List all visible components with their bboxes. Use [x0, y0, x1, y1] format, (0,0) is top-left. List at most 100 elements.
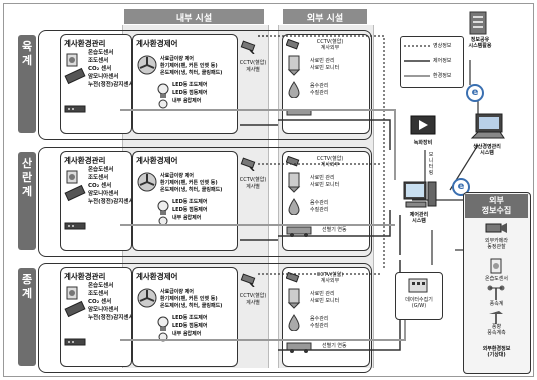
sensor-item: CO₂ 센서 [88, 183, 112, 189]
external-item: 사료빈 관리 [310, 291, 335, 297]
sensor-item: 온습도센서 [88, 283, 114, 289]
sensor-item: 조도센서 [88, 58, 109, 64]
zone-label: 종계 [21, 273, 33, 300]
water-icon [288, 198, 300, 215]
router-icon [64, 338, 86, 346]
laptop-icon [470, 113, 505, 139]
sensor-item: 암모니아센서 [88, 307, 119, 313]
external-item: 수질관리 [310, 207, 329, 213]
led-item: LED등 조도제어 [172, 315, 208, 321]
anemometer-icon [487, 285, 505, 300]
external-item: 음수관리 [310, 316, 329, 322]
sensor-item: 암모니아센서 [88, 191, 119, 197]
external-info-header [465, 194, 528, 218]
external-cctv-sub-label: 계사외부 [320, 278, 340, 284]
control-pc-icon [403, 181, 437, 208]
cctv-sub-label: 계사별 [246, 300, 260, 306]
external-cctv-sub-label: 계사외부 [320, 162, 340, 168]
sensor-item: CO₂ 센서 [88, 66, 112, 72]
internal-header [124, 9, 264, 24]
fan-icon [137, 288, 157, 308]
external-cctv-icon [286, 272, 300, 283]
env-control-box [132, 34, 238, 134]
water-icon [288, 81, 300, 98]
external-item: 사료빈 모니터 [310, 65, 340, 71]
external-camera-label: 외부카메라 동정관찰 [484, 238, 508, 250]
sensor-item: 온습도센서 [88, 50, 114, 56]
env-management-box [60, 267, 132, 367]
external-cctv-sub-label: 계사외부 [320, 45, 340, 51]
bulb-icon [157, 200, 169, 226]
sensor-item: CO₂ 센서 [88, 299, 112, 305]
ctrl-item: 온도제어(냉, 히터, 쿨링패드) [160, 303, 223, 309]
sensor-item: 누전(정전)감지센서 [88, 199, 134, 205]
external-item: 수질관리 [310, 323, 329, 329]
external-cctv-label: CCTV(혈압) [316, 272, 344, 278]
zone-tab [18, 152, 36, 250]
production-label: 생산경영관리 시스템 [473, 144, 501, 156]
external-item: 사료빈 관리 [310, 175, 335, 181]
water-icon [288, 314, 300, 331]
silo-icon [287, 172, 301, 193]
external-cctv-label: CCTV(혈압) [316, 156, 344, 162]
control-system-label: 제어관리 시스템 [409, 212, 429, 224]
internet-icon-2: e [452, 178, 470, 196]
ctrl-title: 계사환경제어 [136, 39, 178, 48]
sensor-item: 조도센서 [88, 291, 109, 297]
zone-tab [18, 268, 36, 366]
temp-sensor-icon [490, 258, 502, 274]
sensor-item: 누전(정전)감지센서 [88, 82, 134, 88]
external-header-label: 외부 시설 [306, 14, 344, 24]
legend-environment: 환경정보 [433, 73, 452, 79]
bulb-icon [157, 83, 169, 109]
cctv-icon [240, 40, 256, 54]
led-item: LED등 점등제어 [172, 323, 208, 329]
led-item: 내부 음압제어 [172, 331, 202, 337]
ctrl-item: 온도제어(냉, 히터, 쿨링패드) [160, 70, 223, 76]
external-direction-label: 풍향 풍속계측 [487, 324, 506, 336]
sensor-icon [64, 53, 86, 85]
server-icon [469, 11, 487, 35]
external-wind-label: 풍속계 [489, 301, 504, 307]
cctv-sub-label: 계사별 [246, 67, 260, 73]
external-item: 음수관리 [310, 83, 329, 89]
external-extra: 선별기 연동 [322, 227, 347, 233]
env-title: 계사환경관리 [64, 39, 106, 48]
row-container [38, 263, 372, 373]
monitoring-label: 모 니 터 링 [428, 152, 434, 176]
row-container [38, 30, 372, 140]
external-info-panel [463, 192, 531, 374]
fan-icon [137, 55, 157, 75]
led-item: 내부 음압제어 [172, 215, 202, 221]
collector-label: 데이터수집기 (G/W) [405, 297, 433, 309]
video-lines [258, 35, 385, 275]
env-control-box [132, 267, 238, 367]
external-item: 음수관리 [310, 200, 329, 206]
external-box [282, 34, 370, 134]
external-weather-label: 외부환경정보 (기상대) [482, 346, 511, 358]
zone-label: 육계 [21, 40, 33, 67]
ctrl-item: 환기제어(팬, 커튼 인렛 등) [160, 296, 218, 302]
recorder-label: 녹화장비 [413, 140, 433, 146]
legend-control: 제어정보 [433, 58, 452, 64]
ctrl-item: 사료급이량 제어 [160, 289, 194, 295]
external-cctv-label: CCTV(혈압) [316, 39, 344, 45]
cctv-label: CCTV(혈압) [239, 60, 267, 66]
silo-icon [287, 288, 301, 309]
fan-icon [137, 172, 157, 192]
ctrl-item: 온도제어(냉, 히터, 쿨링패드) [160, 187, 223, 193]
cctv-label: CCTV(혈압) [239, 177, 267, 183]
collector-icon [408, 278, 428, 293]
external-item: 사료빈 관리 [310, 58, 335, 64]
external-item: 사료빈 모니터 [310, 182, 340, 188]
legend-box [400, 36, 464, 88]
ctrl-item: 사료급이량 제어 [160, 56, 194, 62]
silo-icon [287, 55, 301, 76]
ctrl-item: 사료급이량 제어 [160, 173, 194, 179]
external-header [283, 9, 367, 24]
env-control-box [132, 151, 238, 251]
router-icon [64, 105, 86, 113]
cctv-sub-label: 계사별 [246, 184, 260, 190]
env-management-box [60, 151, 132, 251]
sensor-icon [64, 286, 86, 318]
